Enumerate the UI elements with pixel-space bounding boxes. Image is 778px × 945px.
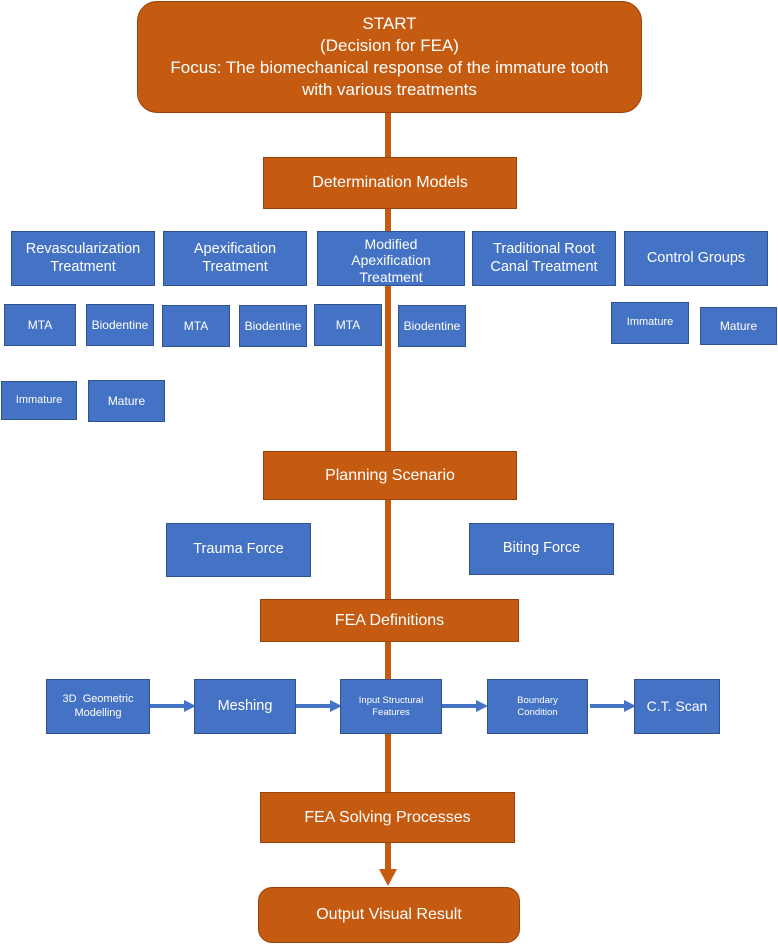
modified-apexification-treatment-box: Modified Apexification Treatment bbox=[317, 231, 465, 286]
revascularization-biodentine-label: Biodentine bbox=[91, 317, 149, 332]
trauma-force-box: Trauma Force bbox=[166, 523, 311, 577]
traditional-root-canal-treatment-box: Traditional Root Canal Treatment bbox=[472, 231, 616, 286]
revascularization-biodentine-box: Biodentine bbox=[86, 304, 154, 346]
apexification-label-line2: Treatment bbox=[202, 258, 268, 275]
boundary-condition-box: Boundary Condition bbox=[487, 679, 588, 734]
start-box: START (Decision for FEA) Focus: The biom… bbox=[137, 1, 642, 113]
input-structural-label-line1: Input Structural bbox=[358, 694, 424, 706]
revascularization-label-line2: Treatment bbox=[50, 258, 116, 275]
control-mature-label: Mature bbox=[719, 318, 758, 333]
planning-scenario-label: Planning Scenario bbox=[325, 466, 455, 484]
meshing-label: Meshing bbox=[217, 697, 273, 714]
output-visual-result-box: Output Visual Result bbox=[258, 887, 520, 943]
input-structural-features-box: Input Structural Features bbox=[340, 679, 442, 734]
traditional-mature-box: Mature bbox=[88, 380, 165, 422]
traditional-root-canal-label-line1: Traditional Root bbox=[493, 240, 595, 257]
traditional-root-canal-label-line2: Canal Treatment bbox=[490, 258, 598, 275]
biting-force-box: Biting Force bbox=[469, 523, 614, 575]
boundary-condition-label-line1: Boundary bbox=[517, 694, 558, 706]
modified-apexification-mta-box: MTA bbox=[314, 304, 382, 346]
main-flow-arrowhead bbox=[379, 869, 397, 886]
control-immature-box: Immature bbox=[611, 302, 689, 344]
boundary-condition-label-line2: Condition bbox=[517, 706, 558, 718]
modified-apexification-label-line2: Apexification bbox=[351, 252, 431, 269]
apexification-biodentine-label: Biodentine bbox=[244, 318, 302, 333]
trauma-force-label: Trauma Force bbox=[193, 541, 284, 558]
ct-scan-box: C.T. Scan bbox=[634, 679, 720, 734]
control-mature-box: Mature bbox=[700, 307, 777, 345]
output-visual-result-label: Output Visual Result bbox=[316, 906, 462, 924]
apexification-mta-label: MTA bbox=[183, 318, 209, 333]
start-subtitle: (Decision for FEA) bbox=[320, 35, 459, 55]
fea-definitions-box: FEA Definitions bbox=[260, 599, 519, 642]
apexification-mta-box: MTA bbox=[162, 305, 230, 347]
start-focus-line1: Focus: The biomechanical response of the… bbox=[170, 58, 609, 77]
fea-solving-processes-box: FEA Solving Processes bbox=[260, 792, 515, 843]
revascularization-mta-label: MTA bbox=[27, 317, 53, 332]
revascularization-label-line1: Revascularization bbox=[25, 240, 141, 257]
biting-force-label: Biting Force bbox=[502, 540, 581, 557]
apexification-label-line1: Apexification bbox=[193, 240, 277, 257]
start-title: START bbox=[362, 13, 417, 33]
modified-apexification-mta-label: MTA bbox=[335, 317, 361, 332]
traditional-immature-box: Immature bbox=[1, 381, 77, 420]
control-groups-box: Control Groups bbox=[624, 231, 768, 286]
geometric-modelling-box: 3D Geometric Modelling bbox=[46, 679, 150, 734]
planning-scenario-box: Planning Scenario bbox=[263, 451, 517, 500]
meshing-box: Meshing bbox=[194, 679, 296, 734]
ct-scan-label: C.T. Scan bbox=[646, 697, 708, 714]
modified-apexification-label-line1: Modified bbox=[364, 236, 418, 253]
geometric-modelling-label-line2: Modelling bbox=[74, 706, 122, 719]
modified-apexification-biodentine-label: Biodentine bbox=[403, 318, 461, 333]
traditional-mature-label: Mature bbox=[107, 393, 146, 408]
determination-models-label: Determination Models bbox=[312, 174, 468, 192]
input-structural-label-line2: Features bbox=[372, 706, 410, 718]
modified-apexification-label-line3: Treatment bbox=[359, 268, 423, 285]
modified-apexification-biodentine-box: Biodentine bbox=[398, 305, 466, 347]
apexification-treatment-box: Apexification Treatment bbox=[163, 231, 307, 286]
revascularization-treatment-box: Revascularization Treatment bbox=[11, 231, 155, 286]
control-immature-label: Immature bbox=[626, 316, 674, 329]
control-groups-label: Control Groups bbox=[646, 249, 746, 266]
apexification-biodentine-box: Biodentine bbox=[239, 305, 307, 347]
geometric-modelling-label-line1: 3D Geometric bbox=[62, 693, 134, 706]
fea-definitions-label: FEA Definitions bbox=[334, 611, 445, 629]
fea-solving-processes-label: FEA Solving Processes bbox=[304, 808, 471, 826]
start-focus-line2: with various treatments bbox=[302, 80, 477, 100]
traditional-immature-label: Immature bbox=[15, 393, 63, 406]
revascularization-mta-box: MTA bbox=[4, 304, 76, 346]
determination-models-box: Determination Models bbox=[263, 157, 517, 209]
